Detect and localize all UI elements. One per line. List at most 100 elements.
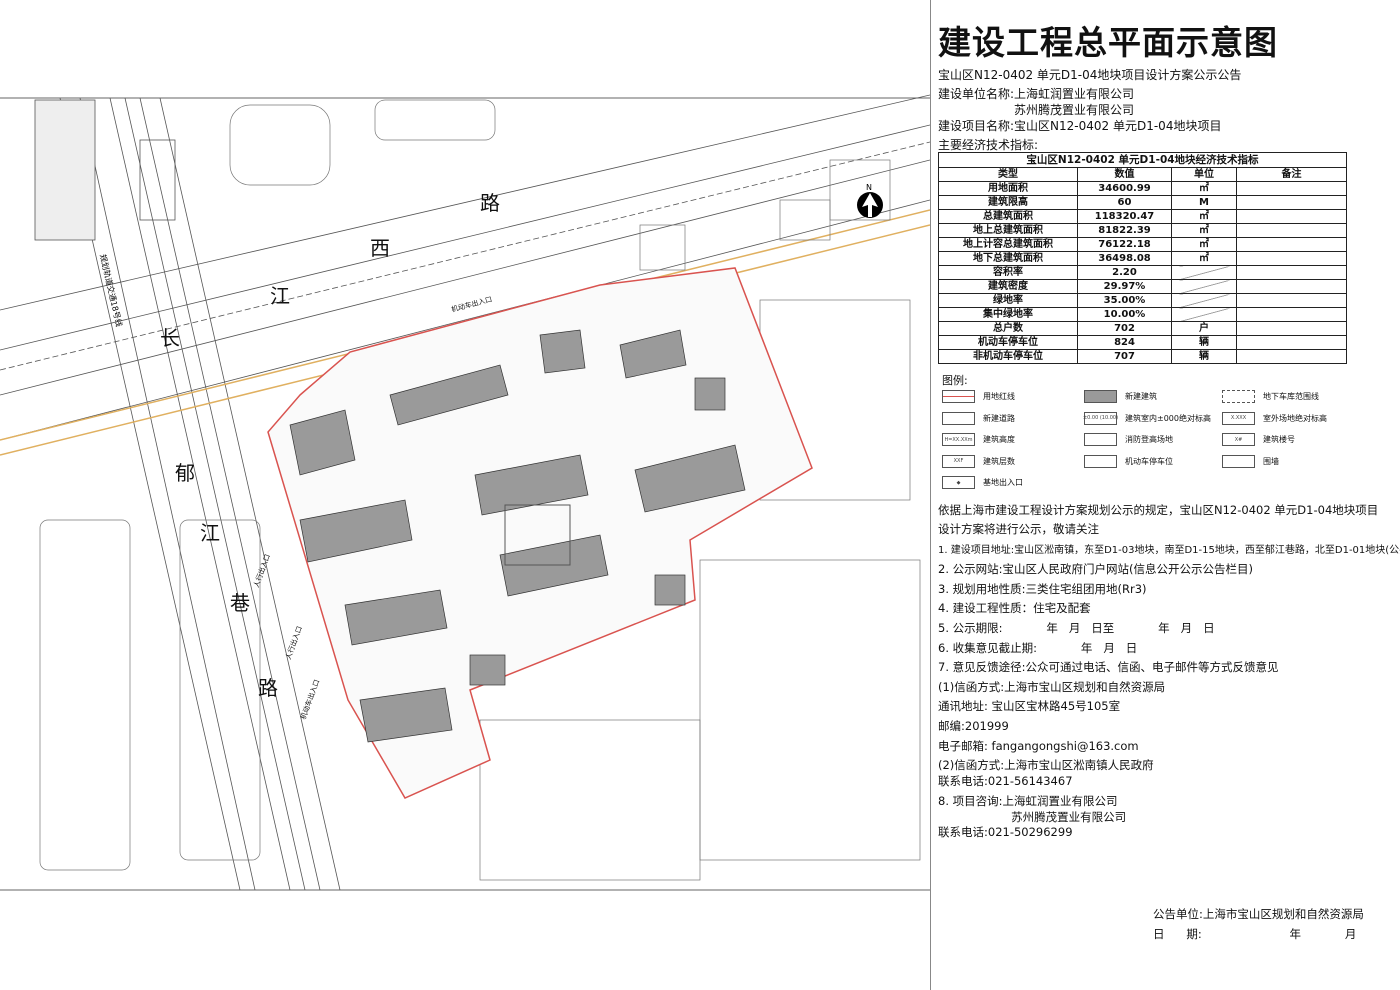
cell-type: 地上总建筑面积 [938, 223, 1078, 238]
legend-item: 地下车库范围线 [1222, 390, 1319, 403]
legend-label: 建筑楼号 [1263, 435, 1295, 444]
cell-note [1236, 181, 1347, 196]
legend-item: X.XXX 室外场地绝对标高 [1222, 411, 1327, 425]
info-panel: 建设工程总平面示意图 宝山区N12-0402 单元D1-04地块项目设计方案公示… [938, 0, 1400, 990]
legend-label: 用地红线 [983, 392, 1015, 401]
notice-title: 宝山区N12-0402 单元D1-04地块项目设计方案公示公告 [938, 68, 1242, 82]
legend-symbol-text: X.XXX [1230, 415, 1247, 421]
cell-type: 地上计容总建筑面积 [938, 237, 1078, 252]
notice-item: 2. 公示网站:宝山区人民政府门户网站(信息公开公示公告栏目) [938, 562, 1253, 576]
notice-item: 通讯地址: 宝山区宝林路45号105室 [938, 699, 1121, 713]
notice-item: 6. 收集意见截止期: 年 月 日 [938, 641, 1138, 655]
cell-value: 34600.99 [1077, 181, 1172, 196]
legend-item: 用地红线 [942, 390, 1015, 403]
legend-label: 建筑层数 [983, 456, 1015, 466]
legend-item: 消防登高场地 [1084, 433, 1173, 446]
road-label: 江 [200, 521, 220, 545]
notice-item: 1. 建设项目地址:宝山区淞南镇，东至D1-03地块，南至D1-15地块，西至郁… [938, 545, 1400, 556]
cell-unit: ㎡ [1171, 209, 1237, 224]
legend-title: 图例: [942, 374, 968, 387]
north-arrow-icon: N [857, 183, 883, 218]
legend-symbol-icon: H=XX.XXm [942, 433, 975, 446]
road-changjiang [0, 94, 930, 441]
legend-symbol-text: X# [1234, 436, 1243, 443]
builder-row: 建设单位名称:上海虹润置业有限公司 [938, 85, 1134, 102]
cell-value: 29.97% [1077, 279, 1172, 294]
cell-unit [1171, 265, 1237, 280]
table-caption: 宝山区N12-0402 单元D1-04地块经济技术指标 [938, 152, 1347, 168]
notice-intro-2: 设计方案将进行公示，敬请关注 [938, 522, 1099, 536]
legend-symbol-icon: ±0.00 (10.00) [1083, 411, 1118, 425]
cell-note [1236, 265, 1347, 280]
road-label: 郁 [175, 461, 195, 485]
legend-symbol-icon [1222, 390, 1255, 403]
legend-item: X# 建筑楼号 [1222, 433, 1295, 446]
entrance-label: 机动车出入口 [298, 678, 321, 721]
project-name: 宝山区N12-0402 单元D1-04地块项目 [1014, 119, 1222, 133]
cell-value: 36498.08 [1077, 251, 1172, 266]
cell-type: 非机动车停车位 [938, 349, 1078, 364]
cell-value: 76122.18 [1077, 237, 1172, 252]
road-label: 路 [258, 676, 278, 700]
builder-2: 苏州腾茂置业有限公司 [1014, 103, 1135, 117]
cell-value: 707 [1077, 349, 1172, 364]
legend-symbol-icon: X.XXX [1222, 411, 1255, 425]
cell-type: 总建筑面积 [938, 209, 1078, 224]
notice-item: 5. 公示期限: 年 月 日至 年 月 日 [938, 621, 1215, 635]
road-label: 江 [270, 284, 290, 308]
cell-type: 机动车停车位 [938, 335, 1078, 350]
notice-intro-1: 依据上海市建设工程设计方案规划公示的规定，宝山区N12-0402 单元D1-04… [938, 503, 1379, 517]
notice-item: 联系电话:021-50296299 [938, 825, 1073, 839]
cell-type: 容积率 [938, 265, 1078, 280]
cell-note [1236, 279, 1347, 294]
cell-note [1236, 209, 1347, 224]
cell-unit [1171, 293, 1237, 308]
legend-symbol-text: XXF [953, 458, 964, 464]
panel-divider [930, 0, 931, 990]
notice-item: 邮编:201999 [938, 719, 1009, 733]
legend-item: 新建建筑 [1084, 390, 1157, 403]
legend-item: XXF 建筑层数 [942, 454, 1015, 468]
legend-item: 新建道路 [942, 411, 1015, 425]
legend-label: 围墙 [1263, 456, 1279, 466]
cell-value: 10.00% [1077, 307, 1172, 322]
legend-item: ±0.00 (10.00)建筑室内±000绝对标高 [1083, 411, 1211, 425]
notice-item: (1)信函方式:上海市宝山区规划和自然资源局 [938, 680, 1166, 694]
page-title: 建设工程总平面示意图 [938, 23, 1278, 62]
notice-item: 4. 建设工程性质：住宅及配套 [938, 601, 1091, 615]
cell-note [1236, 293, 1347, 308]
cell-note [1236, 349, 1347, 364]
legend-symbol-icon: XXF [942, 454, 975, 468]
legend-label: 地下车库范围线 [1263, 392, 1319, 401]
cell-unit: ㎡ [1171, 181, 1237, 196]
legend-label: 室外场地绝对标高 [1263, 413, 1327, 423]
cell-note [1236, 335, 1347, 350]
cell-note [1236, 237, 1347, 252]
legend-label: 新建道路 [983, 413, 1015, 423]
cell-unit: 辆 [1171, 335, 1237, 350]
cell-unit: ㎡ [1171, 251, 1237, 266]
col-header: 数值 [1077, 167, 1172, 182]
cell-note [1236, 223, 1347, 238]
legend-symbol-icon [1222, 454, 1255, 468]
cell-note [1236, 321, 1347, 336]
cell-unit: M [1171, 195, 1237, 210]
legend-label: 建筑高度 [983, 435, 1015, 444]
announcing-unit: 公告单位:上海市宝山区规划和自然资源局 [1153, 907, 1364, 921]
legend-label: 基地出入口 [983, 478, 1023, 487]
road-label: 路 [480, 191, 500, 215]
rail-label: 规划轨道交通18号线 [98, 253, 124, 328]
legend-label: 机动车停车位 [1125, 456, 1173, 466]
legend-item: 围墙 [1222, 454, 1279, 468]
notice-item: 电子邮箱: fangangongshi@163.com [938, 739, 1139, 753]
cell-unit: ㎡ [1171, 237, 1237, 252]
